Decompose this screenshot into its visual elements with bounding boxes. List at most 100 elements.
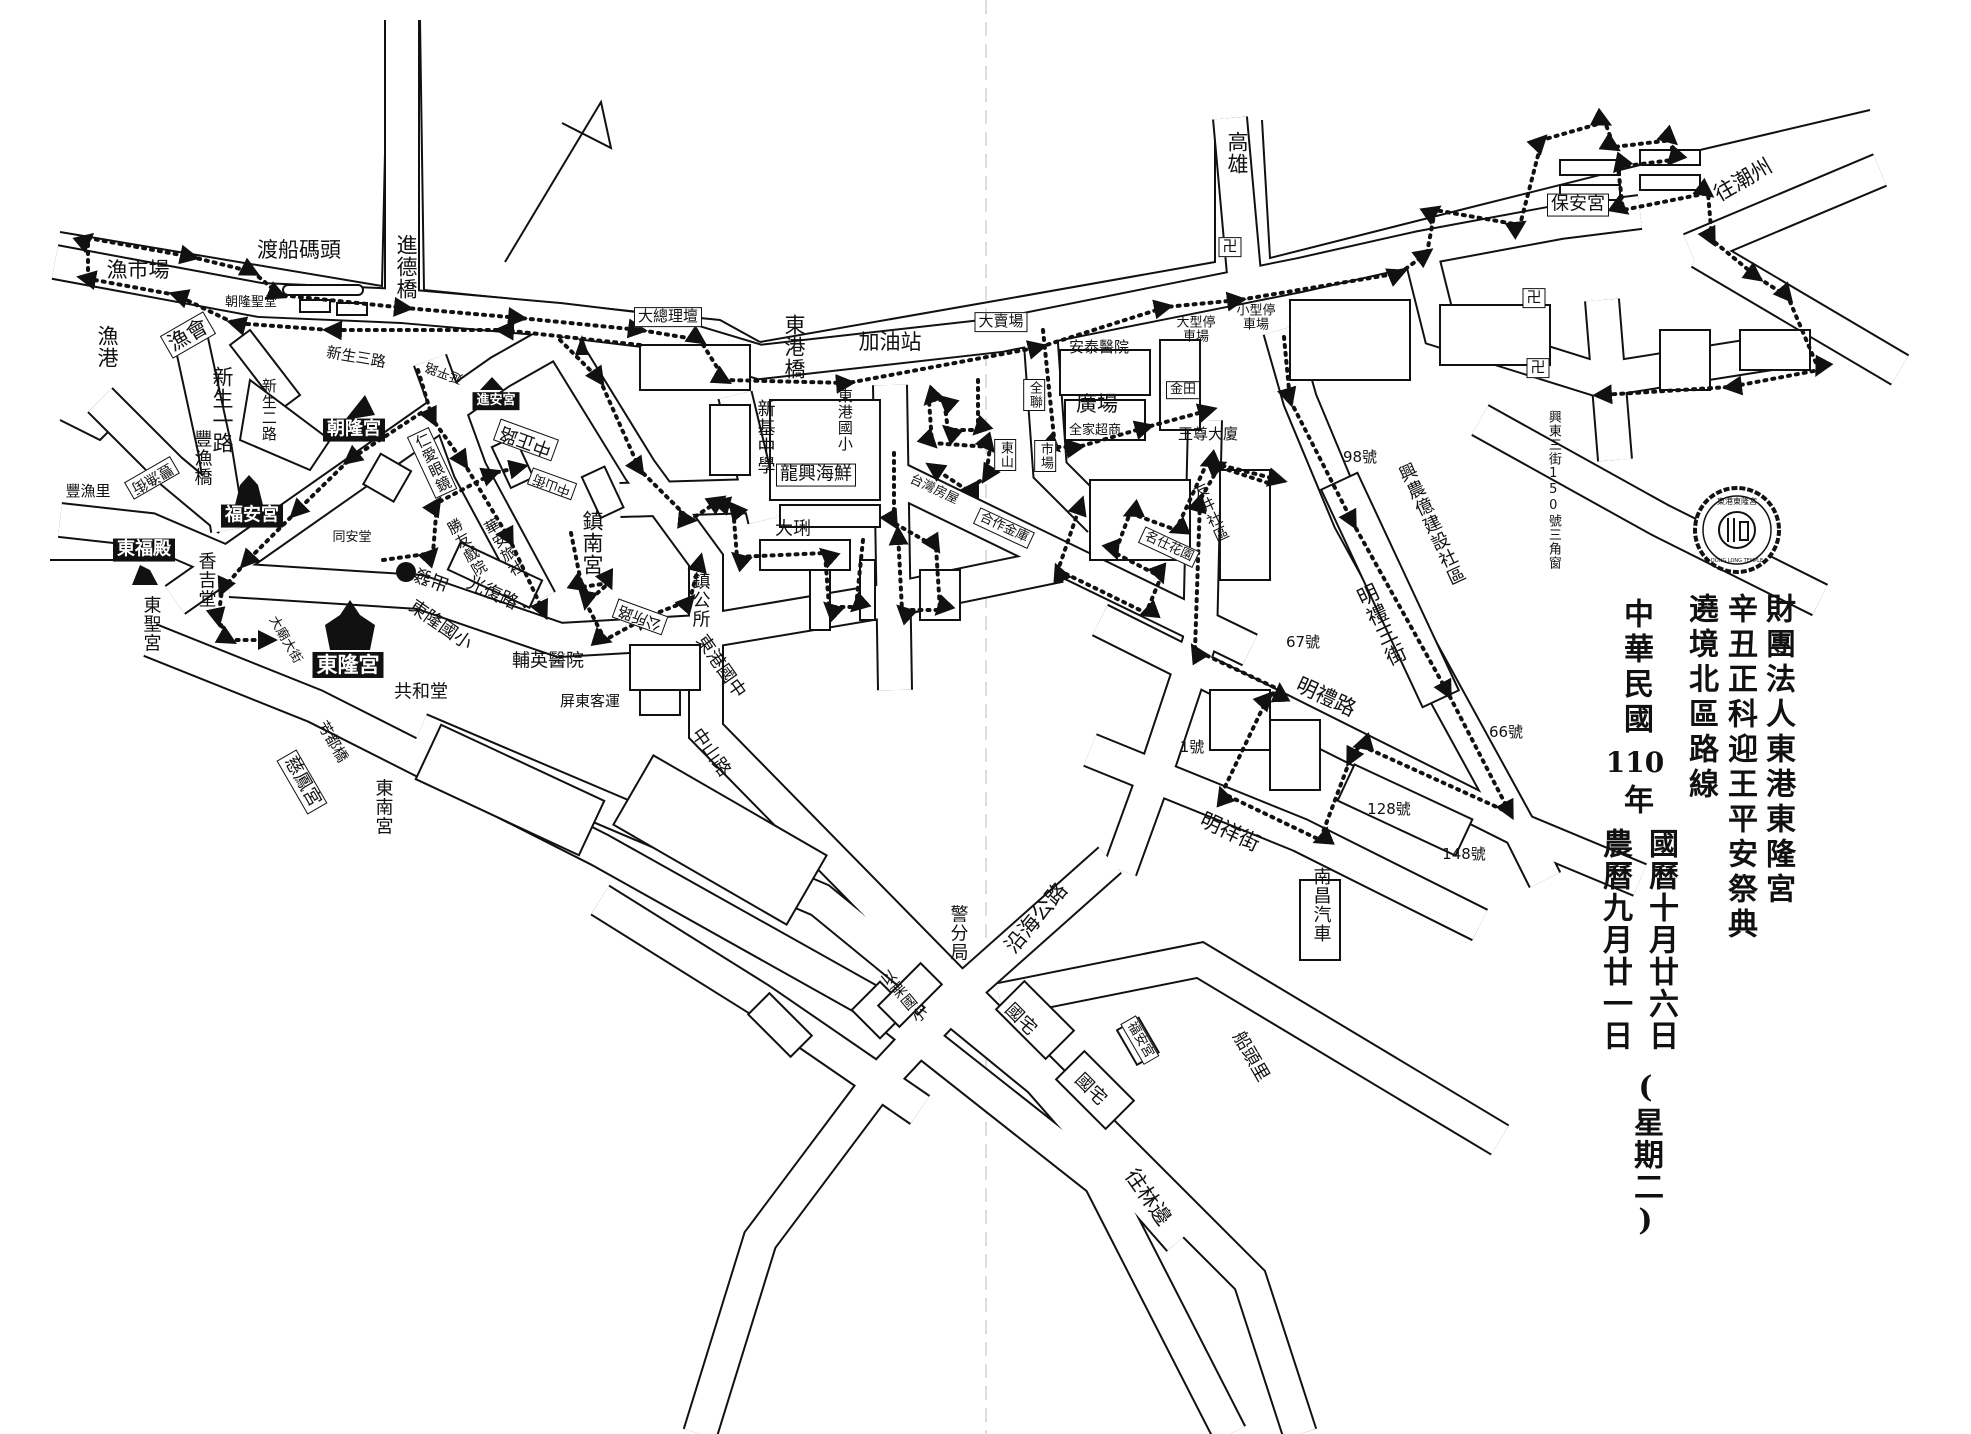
block bbox=[1269, 719, 1321, 791]
label-no-148: 148號 bbox=[1442, 845, 1486, 864]
block bbox=[859, 559, 876, 621]
label-xinsheng-1st-road: 新生一路 bbox=[210, 366, 235, 454]
temple-icon bbox=[325, 600, 375, 650]
title-era: 中華民國 bbox=[1618, 598, 1653, 738]
block bbox=[1054, 1049, 1136, 1131]
label-pingtung-bus: 屏東客運 bbox=[559, 692, 621, 711]
procession-route bbox=[566, 531, 707, 647]
block bbox=[709, 404, 751, 476]
temple-icon bbox=[345, 395, 375, 420]
swastika-icon: 卍 bbox=[1522, 288, 1546, 308]
block bbox=[1739, 329, 1811, 371]
block bbox=[994, 979, 1076, 1061]
title-route: 遶境北區路線 bbox=[1683, 593, 1718, 803]
label-no-1: 1號 bbox=[1179, 738, 1205, 757]
label-xiangji-hall: 香吉堂 bbox=[195, 551, 217, 609]
procession-route bbox=[205, 411, 423, 650]
swastika-icon: 卍 bbox=[1526, 358, 1550, 378]
block bbox=[1209, 689, 1271, 751]
swastika-icon: 卍 bbox=[1218, 237, 1242, 257]
logo-english-text: DONG LONG TEMPLE bbox=[1711, 558, 1763, 564]
label-dongfu-hall: 東福殿 bbox=[113, 538, 175, 562]
label-donggang-bridge: 東港橋 bbox=[782, 314, 807, 380]
label-xinji-high-school: 新基中學 bbox=[754, 399, 776, 475]
label-jintian: 金田 bbox=[1165, 381, 1201, 399]
procession-route bbox=[710, 496, 872, 623]
block bbox=[746, 991, 814, 1059]
label-dali: 大琍 bbox=[775, 518, 811, 540]
procession-route bbox=[879, 451, 956, 626]
label-gonghe-hall: 共和堂 bbox=[394, 681, 448, 703]
label-dongshan: 東山 bbox=[994, 439, 1016, 471]
label-no-66: 66號 bbox=[1488, 723, 1524, 742]
label-kaohsiung: 高雄 bbox=[1225, 131, 1250, 175]
temple-icon bbox=[132, 565, 158, 585]
donglong-temple-logo: 東港東隆宮 DONG LONG TEMPLE bbox=[1693, 486, 1781, 574]
procession-route bbox=[1053, 449, 1270, 619]
start-point-marker bbox=[396, 562, 416, 582]
title-lunar-date: 農曆九月廿一日 bbox=[1597, 828, 1632, 1052]
label-no-67: 67號 bbox=[1285, 633, 1321, 652]
block bbox=[1059, 349, 1151, 396]
label-jinan-temple: 進安宮 bbox=[472, 392, 520, 410]
procession-route bbox=[916, 378, 1001, 500]
label-pxmart: 全聯 bbox=[1023, 379, 1045, 411]
procession-route bbox=[558, 338, 727, 529]
label-town-office: 鎮公所 bbox=[689, 571, 711, 629]
title-event: 辛丑正科迎王平安祭典 bbox=[1722, 593, 1757, 943]
label-fuan-temple: 福安宮 bbox=[221, 504, 283, 528]
block bbox=[1559, 159, 1621, 176]
block bbox=[414, 723, 606, 857]
block bbox=[361, 452, 413, 503]
label-familymart: 全家超商 bbox=[1068, 423, 1122, 439]
label-small-parking: 小型停車場 bbox=[1236, 303, 1276, 332]
label-plaza: 廣場 bbox=[1076, 391, 1118, 416]
title-organization: 財團法人東港東隆宮 bbox=[1760, 593, 1795, 908]
title-solar-date: 國曆十月廿六日 bbox=[1643, 828, 1678, 1052]
block bbox=[299, 299, 331, 313]
label-xinsheng-2nd-road: 新生二路 bbox=[259, 378, 278, 442]
temple-icon bbox=[575, 335, 589, 355]
block bbox=[629, 644, 701, 691]
label-no-128: 128號 bbox=[1367, 800, 1411, 819]
label-chaolong-temple: 朝隆宮 bbox=[323, 418, 385, 442]
label-tongan-hall: 同安堂 bbox=[332, 530, 372, 546]
label-fengyu-bridge: 豐漁橋 bbox=[191, 429, 213, 487]
block bbox=[1219, 469, 1271, 581]
label-antai-hospital: 安泰醫院 bbox=[1068, 338, 1130, 357]
pier-block bbox=[282, 284, 364, 296]
title-year-suffix: 年 bbox=[1618, 784, 1653, 819]
north-arrow-icon bbox=[504, 99, 613, 263]
temple-icons bbox=[132, 335, 589, 650]
label-fengyu-village: 豐漁里 bbox=[65, 482, 111, 501]
label-xingdong-3rd-street-150: 興東三街150號三角窗 bbox=[1545, 410, 1561, 570]
block bbox=[1299, 879, 1341, 961]
title-weekday: (星期二) bbox=[1628, 1070, 1663, 1240]
label-chaolong-hall: 朝隆聖堂 bbox=[224, 295, 278, 311]
label-market: 市場 bbox=[1034, 440, 1056, 472]
block bbox=[1319, 471, 1461, 709]
label-donggang-elementary: 東港國小 bbox=[835, 388, 854, 452]
logo-chinese-text: 東港東隆宮 bbox=[1717, 496, 1757, 506]
label-gas-station: 加油站 bbox=[858, 329, 922, 354]
label-longxing-seafood: 龍興海鮮 bbox=[776, 463, 856, 487]
label-dongnan-temple: 東南宮 bbox=[372, 778, 394, 836]
label-large-parking: 大型停車場 bbox=[1176, 315, 1216, 344]
block bbox=[639, 689, 681, 716]
procession-route bbox=[1419, 107, 1834, 405]
label-ferry-pier: 渡船碼頭 bbox=[257, 237, 341, 262]
label-zongli-altar: 大總理壇 bbox=[633, 307, 703, 327]
label-dongsheng-temple: 東聖宮 bbox=[140, 595, 162, 653]
procession-route bbox=[72, 232, 1434, 394]
block bbox=[1659, 329, 1711, 391]
procession-route bbox=[416, 368, 548, 621]
label-hypermarket: 大賣場 bbox=[974, 312, 1028, 332]
label-fuying-hospital: 輔英醫院 bbox=[512, 650, 584, 672]
label-baoan-temple: 保安宮 bbox=[1547, 193, 1609, 217]
label-zhennan-temple: 鎮南宮 bbox=[580, 510, 605, 576]
label-no-98: 98號 bbox=[1342, 448, 1378, 467]
label-donglong-temple: 東隆宮 bbox=[312, 651, 384, 679]
block bbox=[612, 753, 828, 927]
